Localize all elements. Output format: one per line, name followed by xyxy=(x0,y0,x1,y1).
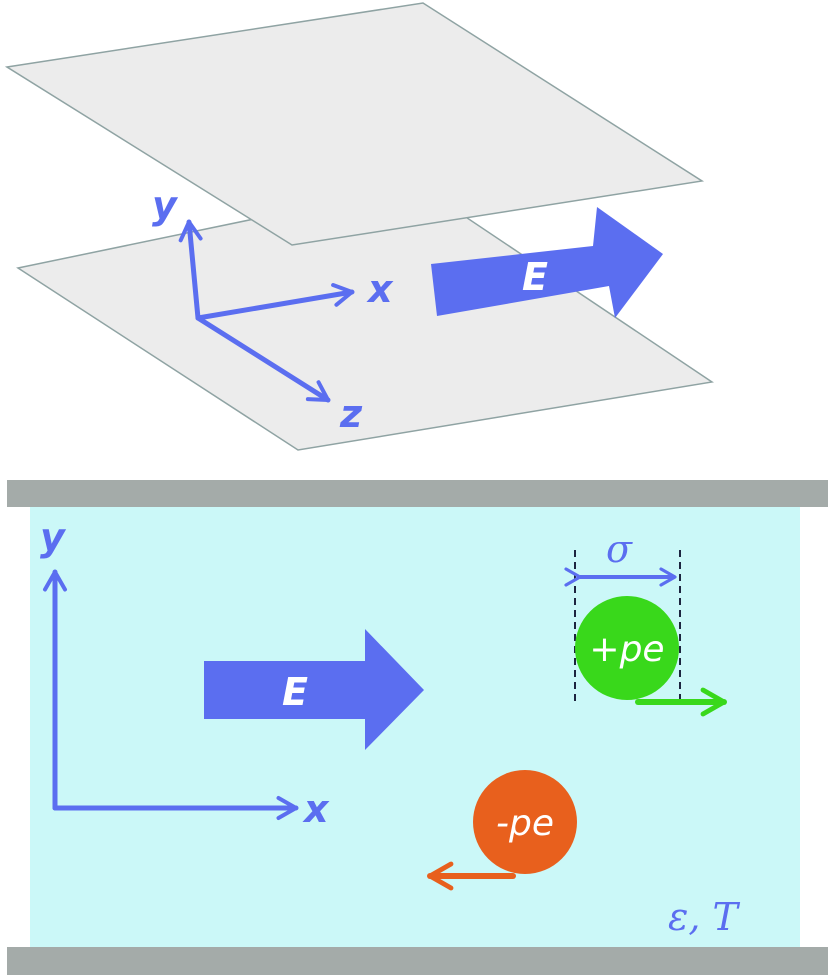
top-field-arrow xyxy=(431,207,663,318)
bottom-field-label: E xyxy=(282,670,308,714)
top-y-axis-label: y xyxy=(152,183,179,227)
top-field-label: E xyxy=(522,255,548,299)
top-z-axis xyxy=(195,315,331,403)
top-x-axis-label: x xyxy=(366,267,394,311)
top-view-panel: y x z E xyxy=(4,2,714,451)
channel-medium xyxy=(30,507,800,947)
positive-ion xyxy=(575,596,679,700)
top-wall xyxy=(7,480,828,507)
bottom-view-panel: y x E σ +pe -pe ε, T xyxy=(7,480,828,975)
upper-plate xyxy=(4,2,705,246)
top-y-axis xyxy=(178,219,203,321)
bottom-x-axis-label: x xyxy=(302,787,330,831)
bottom-field-arrow xyxy=(204,629,424,750)
negative-ion-label: -pe xyxy=(496,803,554,844)
sigma-label: σ xyxy=(606,527,633,571)
top-x-axis xyxy=(195,283,355,321)
bottom-wall xyxy=(7,947,828,975)
medium-properties-label: ε, T xyxy=(668,895,741,939)
positive-ion-label: +pe xyxy=(589,629,664,670)
top-z-axis-label: z xyxy=(339,392,363,436)
negative-ion xyxy=(473,770,577,874)
bottom-y-axis-label: y xyxy=(40,515,67,559)
